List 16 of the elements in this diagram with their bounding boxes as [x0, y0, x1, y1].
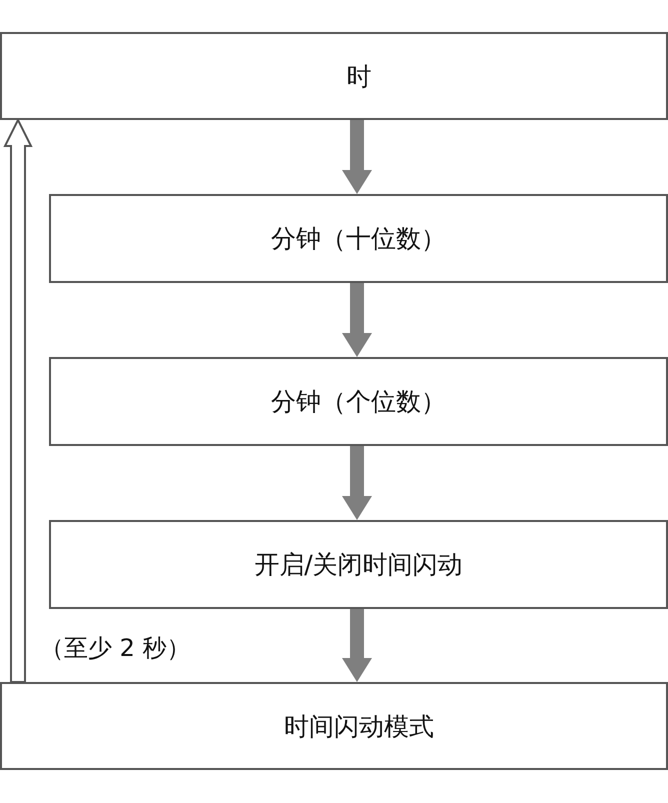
- arrow: [342, 120, 372, 194]
- process-box: [0, 682, 668, 770]
- box-label: 开启/关闭时间闪动: [254, 549, 463, 581]
- arrow: [342, 283, 372, 357]
- box-label: 时间闪动模式: [284, 710, 434, 742]
- note-text: （至少 2 秒）: [40, 633, 191, 664]
- box-label: 分钟（十位数）: [271, 223, 446, 255]
- process-box: [49, 357, 668, 446]
- box-label: 分钟（个位数）: [271, 386, 446, 418]
- box-label: 时: [346, 60, 372, 92]
- process-box: [49, 520, 668, 609]
- arrow: [342, 446, 372, 520]
- hollow-arrow: [3, 118, 33, 683]
- arrow: [342, 609, 372, 682]
- process-box: [0, 32, 668, 120]
- process-box: [49, 194, 668, 283]
